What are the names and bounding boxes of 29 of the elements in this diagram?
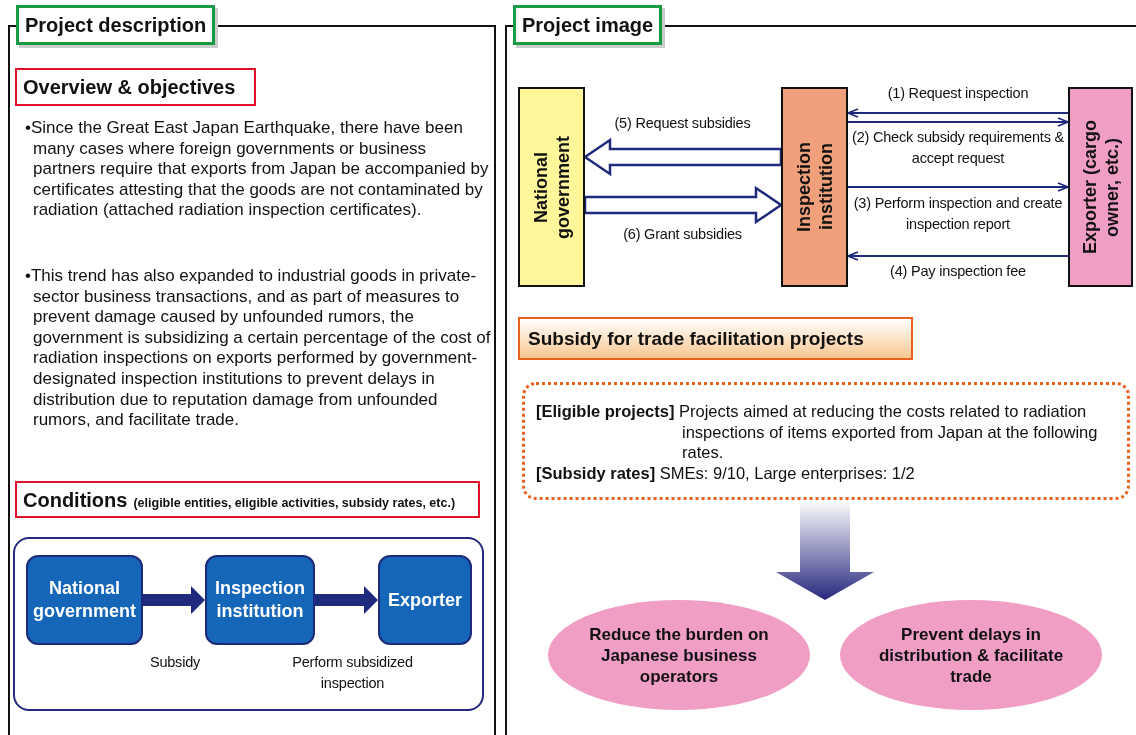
section-heading: Overview & objectives — [15, 68, 256, 106]
entity-box: Inspection institution — [781, 87, 848, 287]
section-title: Project description — [16, 5, 216, 45]
arrow — [776, 500, 874, 600]
arrow — [847, 108, 1069, 118]
info-text: [Subsidy rates] SMEs: 9/10, Large enterprises: 1/2 — [536, 462, 916, 483]
info-box — [522, 382, 1130, 500]
banner-heading: Subsidy for trade facilitation projects — [518, 317, 913, 360]
entity-box: National government — [518, 87, 585, 287]
goal-ellipse: Reduce the burden on Japanese business operators — [548, 600, 810, 710]
entity-box: Exporter (cargo owner, etc.) — [1068, 87, 1133, 287]
subheading-text: (eligible entities, eligible activities, subsidy rates, etc.) — [133, 496, 456, 510]
arrow — [583, 185, 784, 225]
arrow — [315, 586, 378, 614]
goal-ellipse: Prevent delays in distribution & facilitate trade — [840, 600, 1102, 710]
bullet-paragraph: •This trend has also expanded to industrial goods in private-sector business transactions, and as part of measures to prevent damage caused by unfounded rumors, the government is subsidizing a certain percentage of the cost of radiation inspections on exports performed by government-designated inspection institutions to prevent delays in distribution due to reputation damage from unfounded rumors, and facilitate trade. — [25, 266, 492, 431]
arrow — [847, 251, 1069, 261]
arrow — [847, 182, 1069, 192]
info-text: [Eligible projects] Projects aimed at reducing the costs related to radiation inspections of items exported from Japan at the following rates. — [536, 401, 1099, 463]
bullet-paragraph: •Since the Great East Japan Earthquake, there have been many cases where foreign governments or business partners require that exports from Japan be accompanied by certificates attesting that the goods are not contaminated by radiation (attached radiation inspection certificates). — [25, 118, 490, 221]
arrow — [143, 586, 205, 614]
section-title: Project image — [513, 5, 663, 45]
entity-box: National government — [26, 555, 143, 645]
section-heading — [15, 481, 480, 518]
heading-text: Conditions — [23, 489, 128, 512]
arrow — [847, 117, 1069, 127]
arrow — [582, 137, 783, 177]
entity-box: Inspection institution — [205, 555, 315, 645]
entity-box: Exporter — [378, 555, 472, 645]
